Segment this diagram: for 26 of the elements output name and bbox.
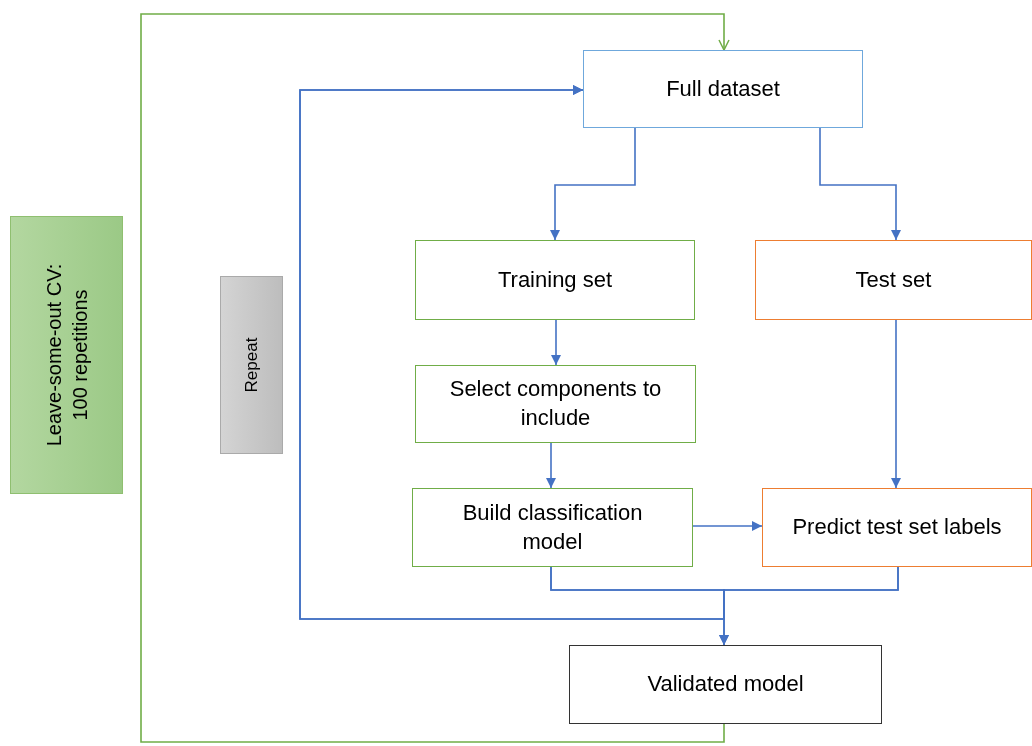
node-label: Full dataset: [665, 74, 781, 103]
arrow: [891, 319, 901, 489]
arrow: [550, 127, 636, 241]
process-box: [569, 645, 882, 724]
node-label: Test set: [854, 265, 933, 294]
arrow: [546, 442, 556, 489]
node-label: Build classification model: [461, 498, 644, 556]
arrow: [819, 127, 901, 241]
node-label: Training set: [496, 265, 614, 294]
process-box: [583, 50, 863, 128]
arrow: [299, 85, 899, 620]
rotated-label-box: [10, 216, 123, 494]
node-label: Leave-some-out CV: 100 repetitions: [41, 262, 92, 449]
process-box: [415, 365, 696, 443]
node-label: Repeat: [240, 336, 262, 395]
node-label: Predict test set labels: [791, 513, 1003, 542]
arrow: [140, 13, 730, 743]
rotated-label-box: [220, 276, 283, 454]
process-box: [415, 240, 695, 320]
arrow: [692, 521, 763, 531]
process-box: [755, 240, 1032, 320]
node-label: Select components to include: [448, 375, 663, 432]
node-label: Validated model: [646, 670, 805, 699]
process-box: [412, 488, 693, 567]
process-box: [762, 488, 1032, 567]
arrow: [551, 319, 561, 366]
